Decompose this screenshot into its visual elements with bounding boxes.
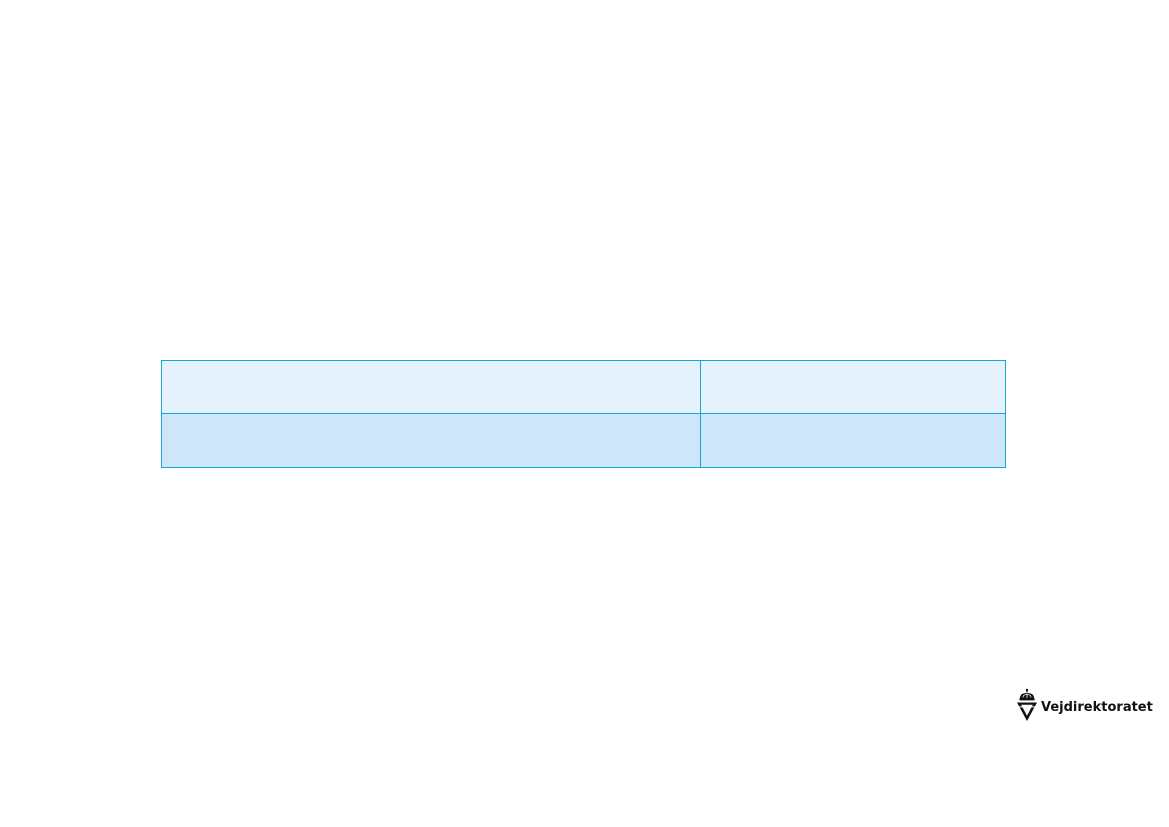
table-cell — [700, 413, 1006, 468]
vejdirektoratet-logo: Vejdirektoratet — [1015, 688, 1153, 722]
table-cell — [161, 413, 701, 468]
logo-text: Vejdirektoratet — [1041, 700, 1153, 715]
crown-triangle-logo-icon — [1017, 688, 1037, 721]
table-row — [161, 360, 1006, 414]
table-cell — [700, 360, 1006, 414]
table-cell — [161, 360, 701, 414]
content-table — [161, 360, 1006, 468]
data-table — [161, 360, 1006, 468]
table-row — [161, 413, 1006, 468]
